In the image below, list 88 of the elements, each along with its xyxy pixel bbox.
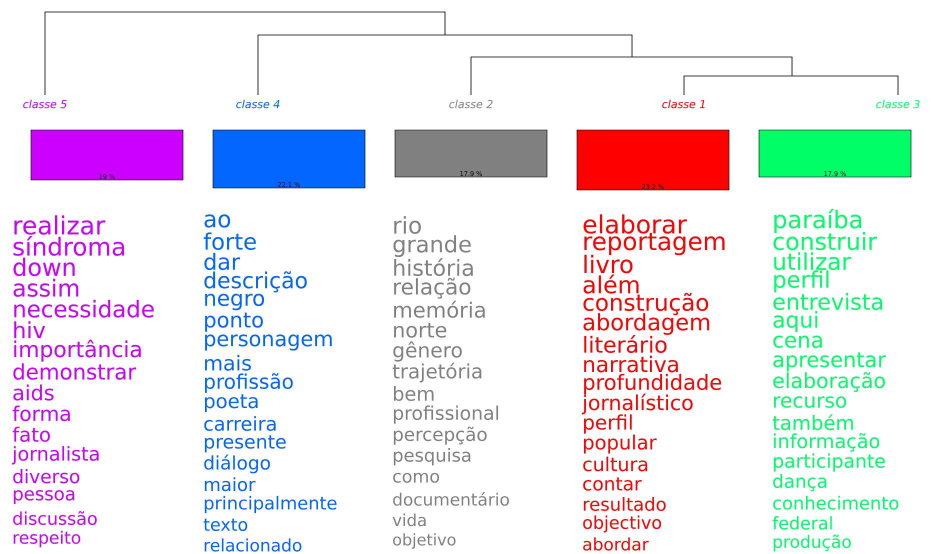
term-label: respeito — [14, 530, 80, 548]
term-label: importância — [14, 340, 141, 362]
term-label: reportagem — [584, 232, 724, 256]
term-label: cena — [773, 336, 822, 348]
term-label: hiv — [14, 321, 46, 338]
term-label: poeta — [205, 394, 258, 412]
term-label: profissão — [205, 373, 293, 393]
term-label: participante — [774, 453, 885, 472]
term-label: principalmente — [204, 496, 336, 514]
class-label: classe 1 — [662, 100, 705, 108]
term-label: descrição — [204, 271, 307, 292]
term-label: conhecimento — [773, 496, 898, 510]
term-label: mais — [205, 354, 251, 371]
term-label: assim — [14, 278, 78, 297]
term-label: perfil — [774, 270, 828, 292]
term-label: como — [393, 472, 440, 483]
term-label: pessoa — [14, 490, 74, 504]
term-label: realizar — [14, 215, 106, 235]
term-label: bem — [394, 386, 434, 401]
term-label: fato — [12, 426, 50, 442]
term-label: forte — [204, 232, 256, 250]
term-label: profundidade — [584, 374, 722, 394]
term-label: além — [584, 274, 638, 294]
term-label: cultura — [583, 456, 648, 472]
term-label: ao — [204, 214, 230, 228]
term-label: recurso — [774, 396, 846, 408]
term-label: dar — [204, 252, 240, 270]
term-label: perfil — [584, 414, 632, 434]
term-label: trajetória — [392, 362, 482, 382]
term-label: aqui — [774, 311, 818, 332]
term-label: federal — [772, 516, 832, 530]
term-label: carreira — [204, 416, 276, 431]
term-label: resultado — [584, 497, 666, 511]
term-label: popular — [584, 434, 657, 454]
term-label: elaborar — [584, 214, 687, 234]
term-label: entrevista — [773, 292, 882, 310]
term-label: jornalístico — [582, 394, 693, 414]
class-label: classe 5 — [23, 100, 67, 108]
term-label: maior — [204, 477, 256, 492]
term-label: documentário — [393, 492, 509, 506]
term-label: dança — [773, 474, 826, 492]
term-label: abordar — [583, 537, 649, 551]
term-label: narrativa — [584, 356, 678, 372]
term-label: forma — [12, 406, 70, 422]
term-label: demonstrar — [13, 363, 136, 380]
class-label: classe 3 — [876, 100, 920, 108]
term-label: relacionado — [204, 538, 302, 552]
term-label: construção — [583, 292, 708, 316]
term-label: objetivo — [393, 533, 456, 549]
term-label: abordagem — [584, 313, 710, 335]
class-label: classe 4 — [236, 100, 280, 108]
term-label: rio — [394, 216, 421, 234]
term-label: diálogo — [204, 454, 270, 474]
term-label: memória — [394, 300, 485, 318]
term-label: discussão — [13, 511, 97, 526]
term-label: norte — [394, 322, 446, 338]
term-label: síndroma — [14, 236, 124, 256]
term-label: percepção — [394, 426, 487, 445]
term-label: também — [772, 414, 853, 430]
term-label: relação — [394, 278, 470, 299]
term-label: gênero — [393, 341, 462, 362]
term-label: negro — [205, 294, 264, 310]
term-label: produção — [774, 534, 851, 552]
term-label: texto — [204, 518, 248, 532]
term-label: jornalista — [12, 446, 99, 465]
term-label: construir — [774, 232, 878, 250]
term-label: vida — [392, 514, 426, 526]
term-label: contar — [583, 477, 642, 491]
term-label: literário — [584, 335, 667, 353]
term-label: aids — [13, 384, 54, 401]
term-label: personagem — [205, 334, 332, 350]
term-label: objectivo — [583, 516, 662, 532]
class-label: classe 2 — [449, 100, 493, 108]
term-label: livro — [584, 254, 632, 274]
term-label: down — [14, 258, 75, 276]
term-label: utilizar — [774, 252, 851, 270]
term-label: diverso — [13, 469, 80, 484]
term-label: informação — [774, 433, 880, 452]
term-label: pesquisa — [394, 448, 470, 466]
term-label: necessidade — [14, 300, 154, 318]
term-label: história — [394, 258, 473, 276]
term-label: apresentar — [773, 352, 886, 372]
term-label: ponto — [205, 312, 263, 332]
term-label: presente — [204, 435, 286, 452]
term-label: elaboração — [773, 372, 885, 392]
term-label: grande — [393, 235, 471, 257]
term-label: paraíba — [774, 208, 862, 234]
term-label: profissional — [394, 406, 498, 424]
